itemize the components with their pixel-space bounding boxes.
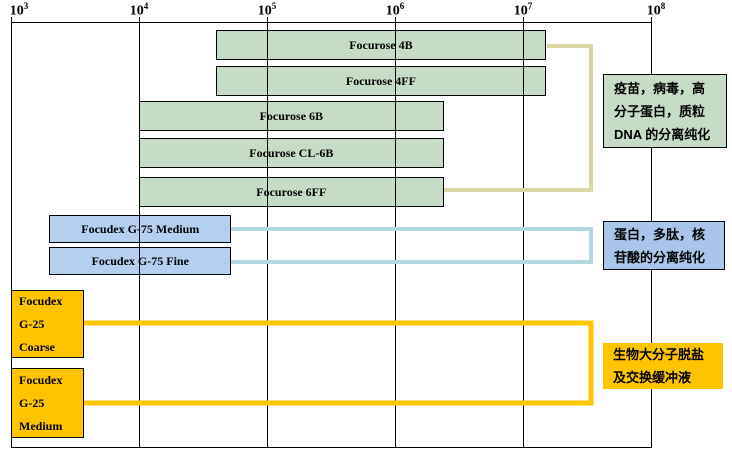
tick-10e5 <box>267 17 268 23</box>
bar-label: Focudex <box>19 372 63 387</box>
x-axis-label-10e4: 104 <box>129 1 149 19</box>
tick-10e7 <box>523 17 524 23</box>
bar-focurose-4ff: Focurose 4FF <box>215 66 547 96</box>
annotation-line: 疫苗，病毒，高 <box>614 80 706 96</box>
x-axis-label-10e6: 106 <box>385 1 405 19</box>
bar-label: Focurose 6FF <box>256 185 327 199</box>
bar-label: Focurose 4B <box>349 38 413 52</box>
annotation-line: DNA 的分离纯化 <box>614 126 711 142</box>
annotation-line: 苷酸的分离纯化 <box>614 249 706 265</box>
connector-bracket-g75 <box>231 227 593 264</box>
annotation-line: 分子蛋白，质粒 <box>614 103 706 119</box>
bar-focudex-g75-fine: Focudex G-75 Fine <box>49 247 232 275</box>
bar-focurose-cl-6b: Focurose CL-6B <box>139 138 444 168</box>
x-axis-label-10e5: 105 <box>257 1 277 19</box>
annotation-line: 生物大分子脱盐 <box>613 347 705 362</box>
bar-label: Coarse <box>19 339 55 354</box>
x-axis-top-line <box>11 22 652 23</box>
connector-bracket-g25 <box>84 320 594 406</box>
x-axis-bottom-line <box>11 447 652 448</box>
annotation-line: 蛋白，多肽，核 <box>614 226 706 242</box>
bar-label: Focurose 6B <box>259 109 324 123</box>
annotation-line: 及交换缓冲液 <box>613 370 692 385</box>
tick-10e6 <box>395 17 396 23</box>
bar-label: Focurose 4FF <box>345 74 416 88</box>
bar-label: G-25 <box>19 316 45 331</box>
tick-10e8 <box>651 17 652 23</box>
x-axis-label-10e8: 108 <box>646 1 666 19</box>
bar-label: G-25 <box>19 395 45 410</box>
bar-focurose-4b: Focurose 4B <box>215 30 547 60</box>
tick-10e3 <box>11 17 12 23</box>
bar-focudex-g75-medium: Focudex G-75 Medium <box>49 215 232 243</box>
annotation-vaccine-virus: 疫苗，病毒，高分子蛋白，质粒 DNA 的分离纯化 <box>603 74 727 148</box>
gridline-10e4 <box>139 22 140 447</box>
x-axis-label-10e3: 103 <box>9 1 29 19</box>
tick-10e4 <box>139 17 140 23</box>
bar-focurose-6b: Focurose 6B <box>139 101 444 131</box>
gridline-10e6 <box>395 22 396 447</box>
bar-label: Focudex <box>19 293 63 308</box>
bar-label: Focudex G-75 Medium <box>81 222 200 236</box>
bar-focurose-6ff: Focurose 6FF <box>139 177 444 207</box>
gridline-10e3 <box>11 22 12 447</box>
annotation-protein-peptide: 蛋白，多肽，核苷酸的分离纯化 <box>603 221 725 270</box>
gridline-10e5 <box>267 22 268 447</box>
bar-label: Focudex G-75 Fine <box>91 254 189 268</box>
bar-label: Focurose CL-6B <box>249 146 334 160</box>
annotation-desalting: 生物大分子脱盐及交换缓冲液 <box>603 343 723 389</box>
gridline-10e7 <box>523 22 524 447</box>
x-axis-label-10e7: 107 <box>513 1 533 19</box>
bar-label: Medium <box>19 418 63 433</box>
